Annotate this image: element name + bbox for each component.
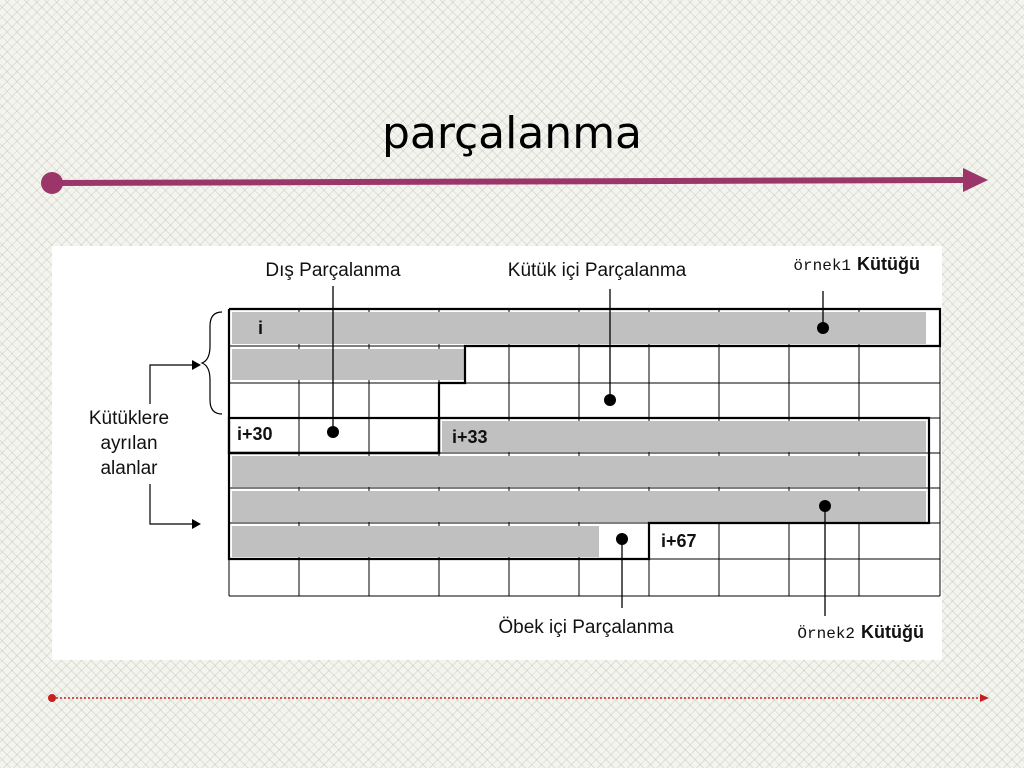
bottom-line-arrowhead bbox=[980, 694, 989, 702]
side-arrowhead-bottom bbox=[192, 519, 201, 529]
side-arrow-top bbox=[149, 364, 192, 404]
label-obek-ici-parcalanma: Öbek içi Parçalanma bbox=[498, 617, 674, 638]
top-arrow-line bbox=[41, 168, 988, 194]
label-ornek2-kutugu: Örnek2 Kütüğü bbox=[797, 622, 924, 643]
ornek2-block-row5 bbox=[232, 456, 926, 487]
label-side-line3: alanlar bbox=[100, 458, 158, 479]
obek-ici-pointer-dot bbox=[616, 533, 628, 545]
ornek2-block-row4 bbox=[442, 421, 926, 452]
bottom-dotted-line bbox=[48, 694, 989, 702]
label-kutuk-ici-parcalanma: Kütük içi Parçalanma bbox=[508, 260, 687, 281]
label-dis-parcalanma: Dış Parçalanma bbox=[265, 260, 401, 281]
label-ornek1-kutugu: örnek1 Kütüğü bbox=[793, 254, 920, 275]
cell-label-i30: i+30 bbox=[237, 424, 273, 444]
ornek2-pointer-dot bbox=[819, 500, 831, 512]
bottom-line-start-dot bbox=[48, 694, 56, 702]
label-ornek2-suffix: Kütüğü bbox=[861, 622, 924, 642]
label-ornek1-suffix: Kütüğü bbox=[857, 254, 920, 274]
ornek1-block-row2 bbox=[232, 349, 465, 380]
label-side-line2: ayrılan bbox=[100, 433, 157, 454]
cell-label-i67: i+67 bbox=[661, 531, 697, 551]
kutuk-ici-pointer-dot bbox=[604, 394, 616, 406]
top-line-arrowhead bbox=[963, 168, 988, 192]
ornek2-block-row7 bbox=[232, 526, 599, 557]
side-arrowhead-top bbox=[192, 360, 201, 370]
cell-label-i33: i+33 bbox=[452, 427, 488, 447]
ornek1-block-row1 bbox=[232, 312, 926, 344]
ornek2-allocation-outline bbox=[227, 416, 931, 561]
top-line-start-dot bbox=[41, 172, 63, 194]
label-side-line1: Kütüklere bbox=[89, 408, 169, 429]
ornek2-file-blocks bbox=[232, 421, 926, 557]
dis-pointer-dot bbox=[327, 426, 339, 438]
side-arrow-bottom bbox=[149, 484, 192, 525]
ornek1-file-blocks bbox=[232, 312, 926, 380]
ornek2-block-row6 bbox=[232, 491, 926, 522]
cell-label-i: i bbox=[258, 318, 263, 338]
label-ornek2-prefix: Örnek2 bbox=[797, 624, 855, 643]
slide-title: parçalanma bbox=[381, 108, 643, 159]
ornek1-pointer-dot bbox=[817, 322, 829, 334]
label-ornek1-prefix: örnek1 bbox=[793, 257, 851, 275]
side-brace bbox=[200, 311, 223, 415]
fragmentation-diagram: i i+30 i+33 i+67 Dış Parçalanma Kütük iç… bbox=[52, 246, 942, 660]
